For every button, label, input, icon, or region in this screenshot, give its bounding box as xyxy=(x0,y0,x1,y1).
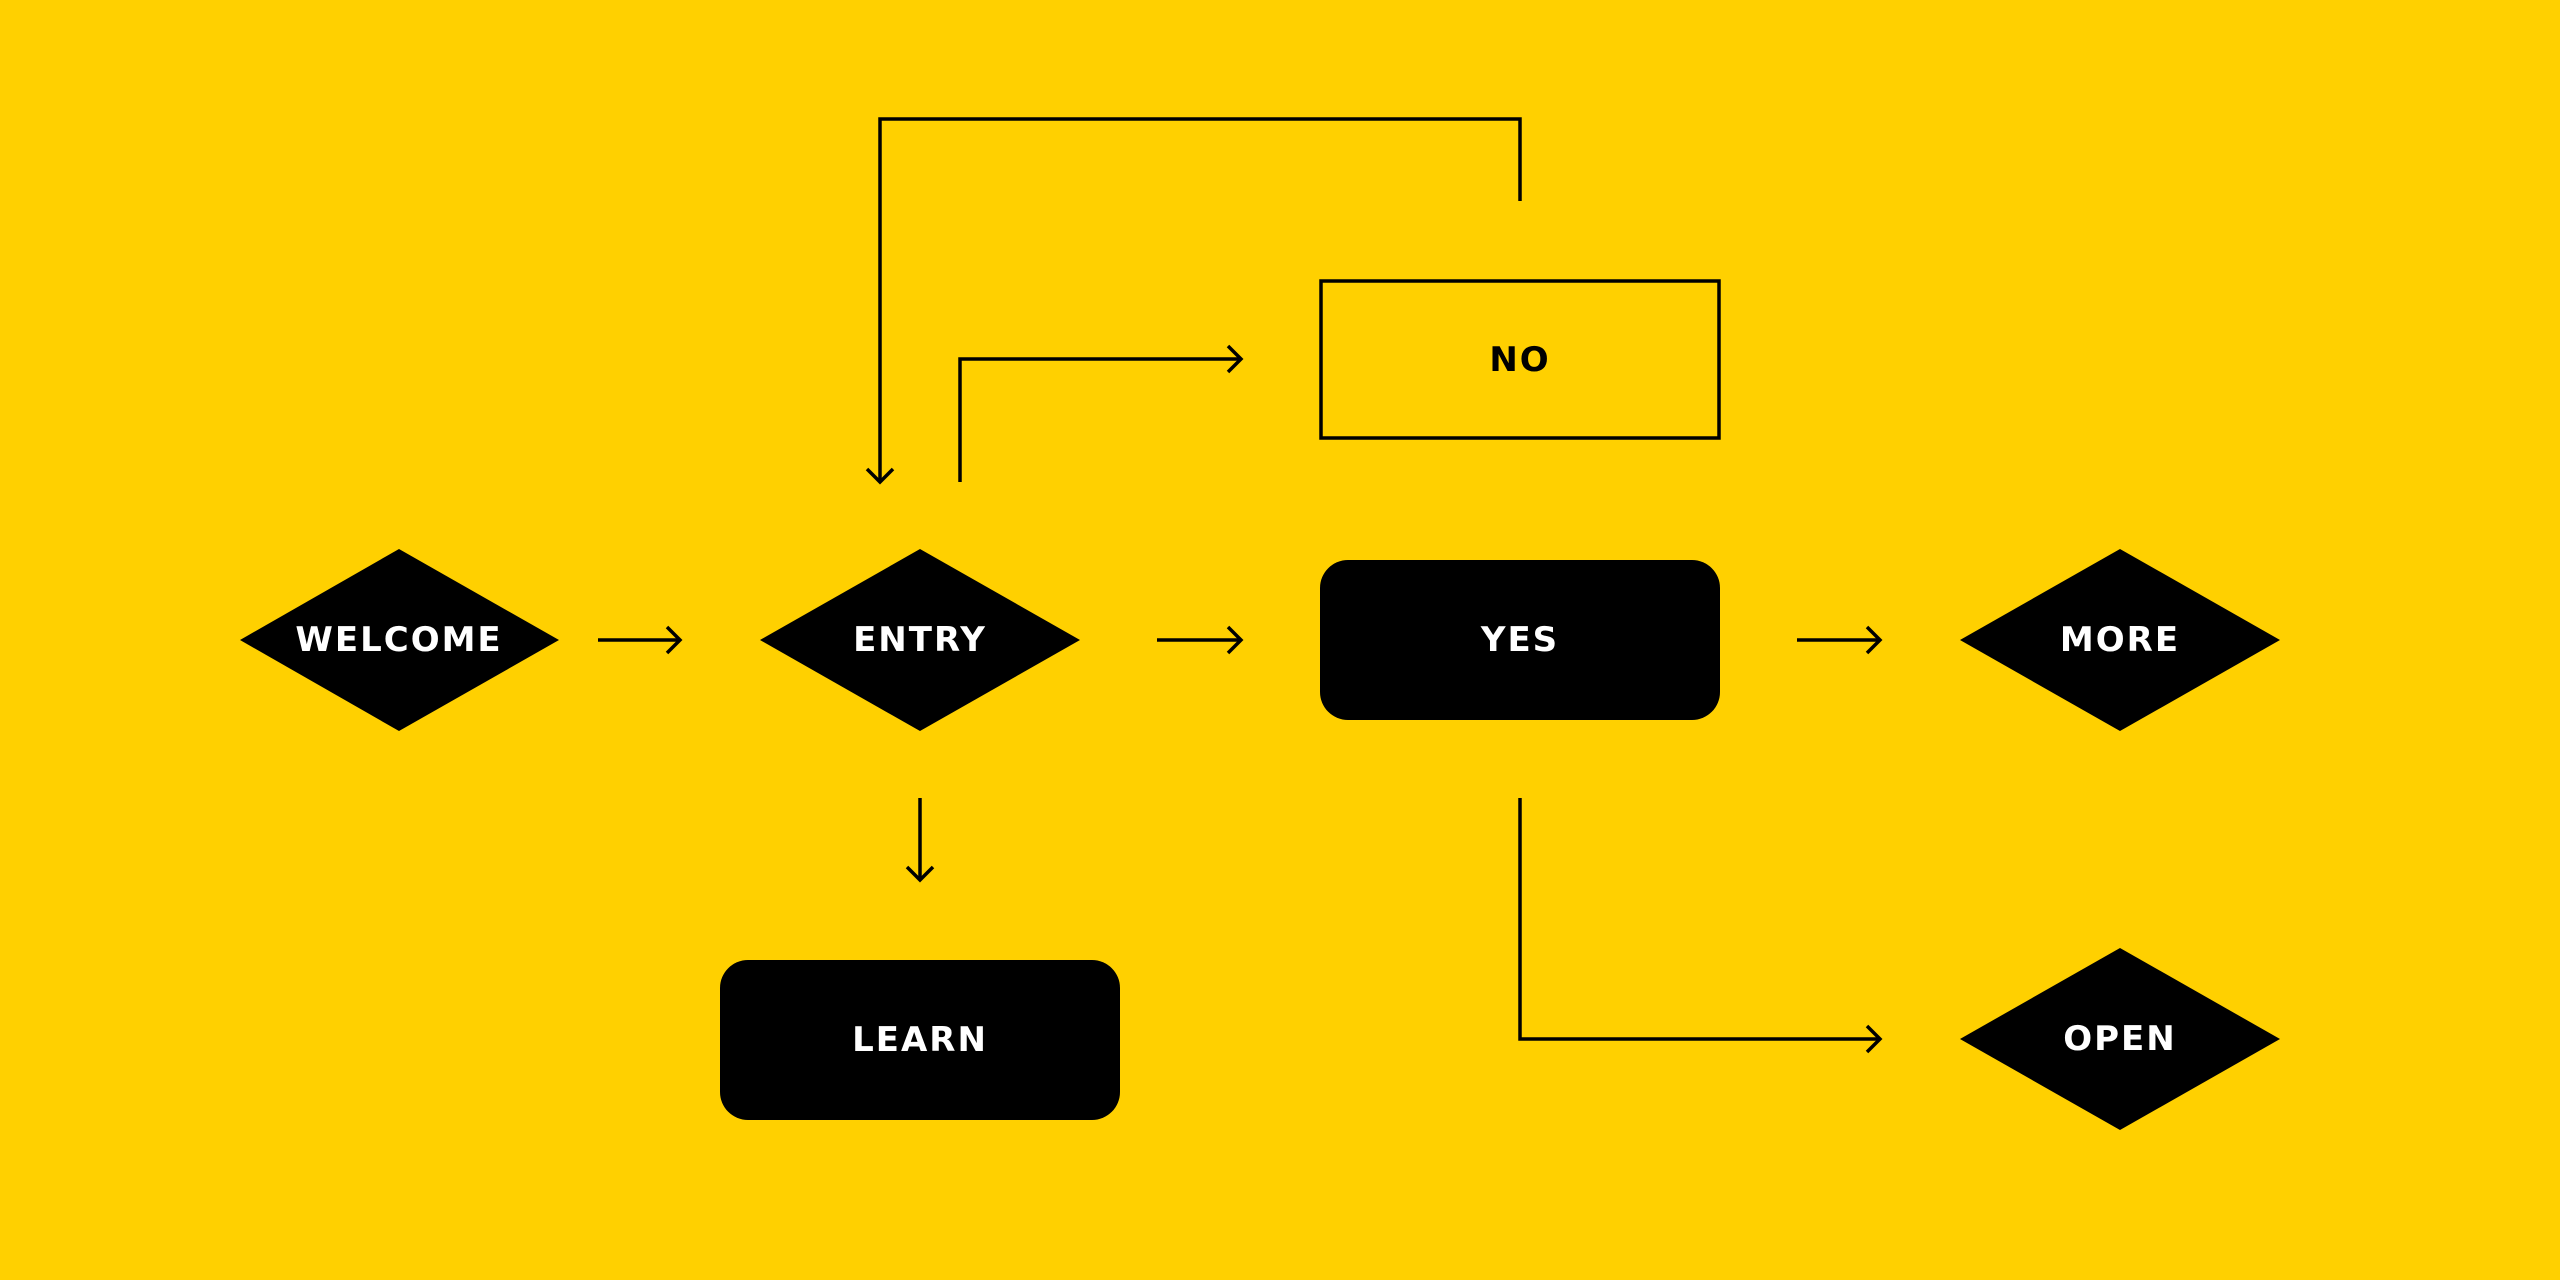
node-welcome: WELCOME xyxy=(240,549,559,731)
node-entry-label: ENTRY xyxy=(853,620,987,660)
node-learn-label: LEARN xyxy=(852,1020,988,1060)
diamond-shape xyxy=(240,549,559,731)
edge-entry-to-yes xyxy=(1157,625,1244,655)
rounded-rectangle-shape xyxy=(720,960,1120,1120)
edge-entry-to-learn xyxy=(905,798,935,883)
arrowhead-down-icon xyxy=(905,865,935,883)
node-entry: ENTRY xyxy=(760,549,1080,731)
diamond-shape xyxy=(1960,549,2280,731)
edge-entry-to-no xyxy=(958,344,1244,482)
outlined-rectangle-shape xyxy=(1319,279,1721,440)
diamond-shape xyxy=(1960,948,2280,1130)
node-more-label: MORE xyxy=(2060,620,2180,660)
arrowhead-right-icon xyxy=(1226,625,1244,655)
edge-no-to-entry xyxy=(865,117,1522,485)
node-yes: YES xyxy=(1320,560,1720,720)
node-open: OPEN xyxy=(1960,948,2280,1130)
arrowhead-right-icon xyxy=(1865,1024,1883,1054)
diamond-shape xyxy=(760,549,1080,731)
node-welcome-label: WELCOME xyxy=(295,620,502,660)
edge-welcome-to-entry xyxy=(598,625,683,655)
arrowhead-right-icon xyxy=(665,625,683,655)
arrowhead-right-icon xyxy=(1865,625,1883,655)
node-no-label: NO xyxy=(1489,340,1550,380)
arrowhead-right-icon xyxy=(1226,344,1244,374)
node-yes-label: YES xyxy=(1480,620,1559,660)
node-open-label: OPEN xyxy=(2063,1019,2177,1059)
edge-yes-to-more xyxy=(1797,625,1883,655)
node-more: MORE xyxy=(1960,549,2280,731)
edge-yes-to-open xyxy=(1518,798,1883,1054)
arrowhead-down-icon xyxy=(865,467,895,485)
node-no: NO xyxy=(1319,279,1721,440)
node-learn: LEARN xyxy=(720,960,1120,1120)
rounded-rectangle-shape xyxy=(1320,560,1720,720)
